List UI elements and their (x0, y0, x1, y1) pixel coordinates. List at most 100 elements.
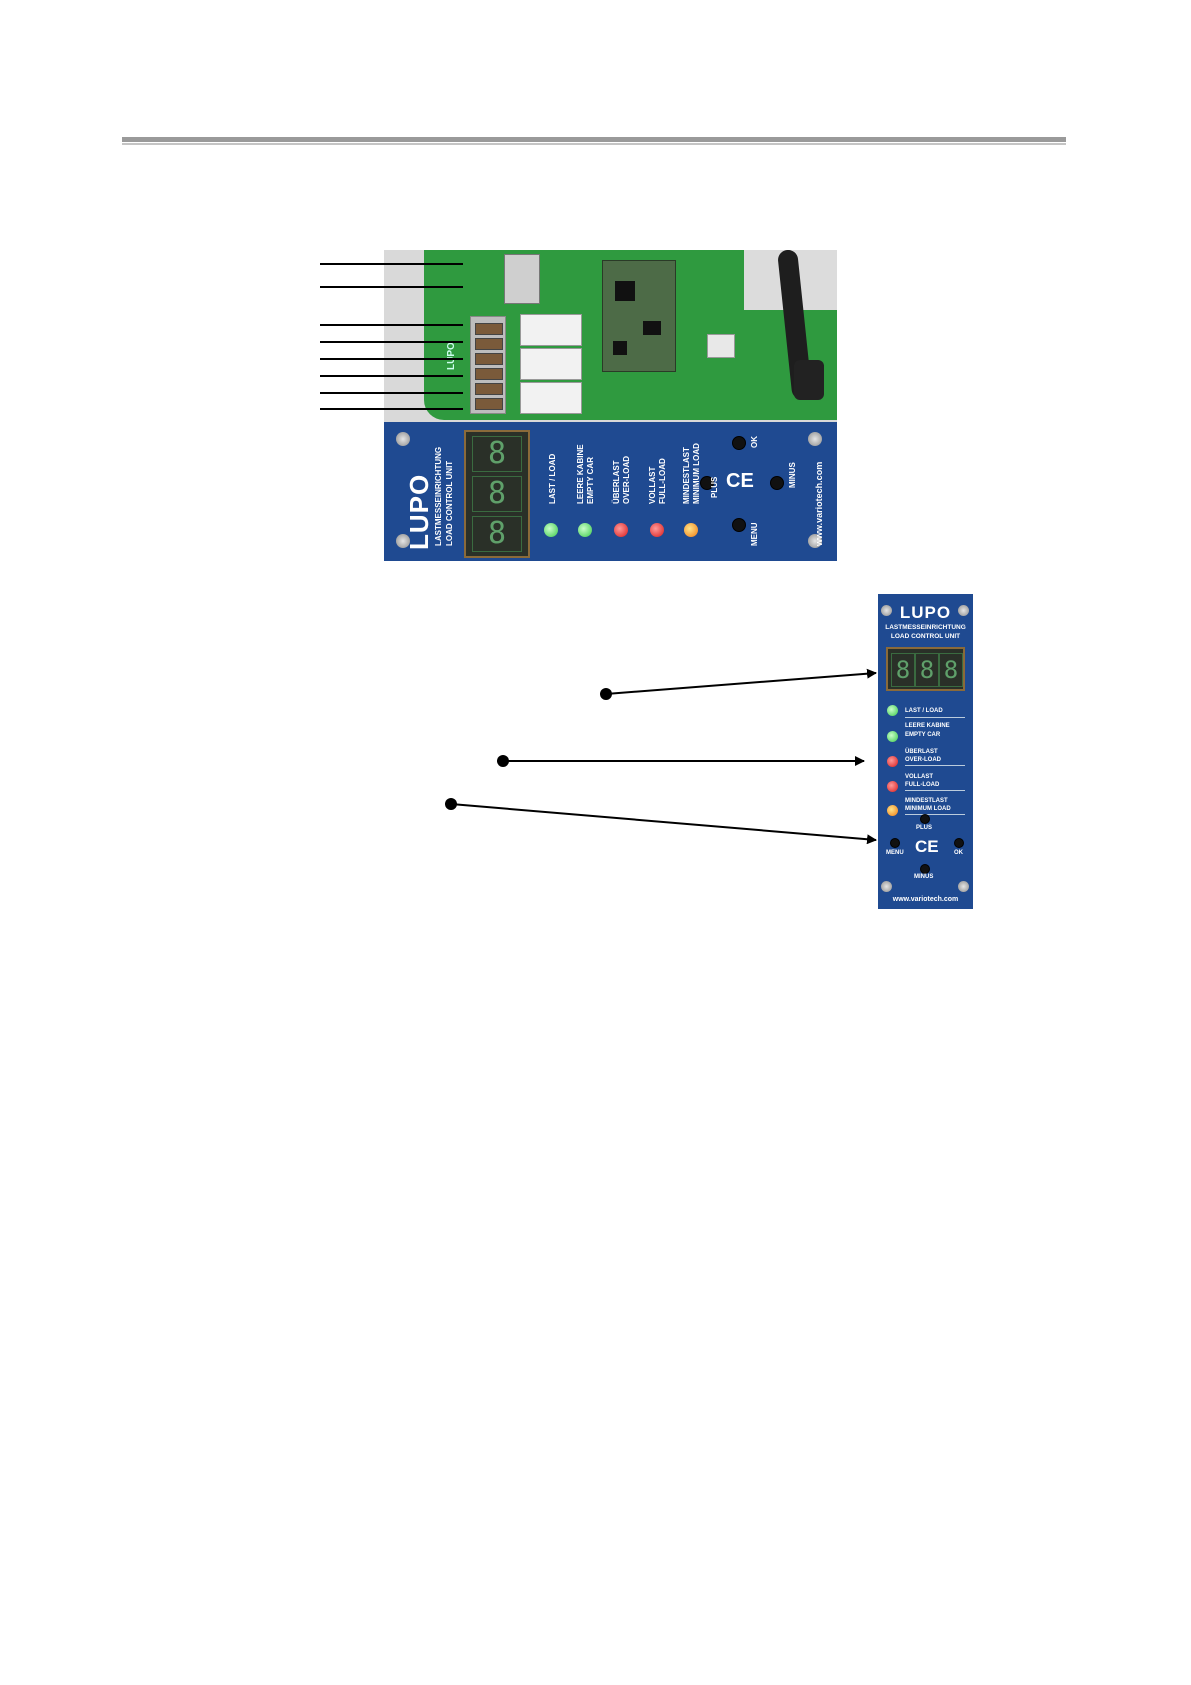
chip (615, 281, 635, 301)
menu-button[interactable] (732, 518, 746, 532)
leader-line (320, 324, 463, 326)
panel-brand: LUPO (899, 603, 952, 622)
minus-label: MINUS (914, 874, 934, 880)
white-connector (707, 334, 735, 358)
ok-button[interactable] (954, 838, 964, 848)
indicator-label: EMPTY CAR (586, 457, 595, 504)
front-panel-rotated: LUPO LASTMESSEINRICHTUNG LOAD CONTROL UN… (384, 422, 837, 561)
terminal-block (470, 316, 506, 414)
indicator-label: EMPTY CAR (905, 732, 941, 738)
terminal-slot (475, 398, 503, 410)
led-minimum-load (887, 805, 898, 816)
minus-label: MINUS (788, 462, 797, 488)
led-full-load (650, 523, 664, 537)
terminal-slot (475, 338, 503, 350)
display-digit: 8 (939, 653, 963, 687)
minus-button[interactable] (920, 864, 930, 874)
indicator-label: LEERE KABINE (905, 723, 950, 729)
indicator-label: VOLLAST (648, 466, 657, 504)
screw-icon (958, 605, 969, 616)
screw-icon (396, 432, 410, 446)
label-underline (905, 814, 965, 815)
board-silkscreen: LUPO (446, 342, 457, 370)
led-full-load (887, 781, 898, 792)
relay (520, 348, 582, 380)
indicator-label: FULL-LOAD (658, 458, 667, 504)
led-empty-car (578, 523, 592, 537)
led-load (887, 705, 898, 716)
screw-icon (808, 534, 822, 548)
photo-open-unit: LUPO LUPO LASTMESSEINRICHTUNG LOAD CONTR… (384, 250, 837, 561)
indicator-label: LEERE KABINE (576, 444, 585, 504)
capacitor (794, 360, 824, 400)
panel-subtitle-en: LOAD CONTROL UNIT (445, 460, 454, 546)
website-label: www.variotech.com (814, 461, 824, 546)
screw-icon (881, 881, 892, 892)
terminal-slot (475, 323, 503, 335)
leader-line (320, 408, 463, 410)
led-empty-car (887, 731, 898, 742)
ok-label: OK (750, 436, 759, 448)
ok-button[interactable] (732, 436, 746, 450)
header-rule-thick (122, 137, 1066, 142)
plus-label: PLUS (710, 476, 719, 498)
display-digit: 8 (472, 516, 522, 552)
menu-label: MENU (750, 522, 759, 546)
led-minimum-load (684, 523, 698, 537)
panel-subtitle-en: LOAD CONTROL UNIT (890, 633, 961, 640)
indicator-label: MINDESTLAST (905, 798, 948, 804)
menu-button[interactable] (890, 838, 900, 848)
leader-line (320, 263, 463, 265)
panel-subtitle-de: LASTMESSEINRICHTUNG (434, 446, 443, 546)
indicator-label: MINIMUM LOAD (692, 443, 701, 504)
terminal-slot (475, 368, 503, 380)
ok-label: OK (954, 850, 963, 856)
indicator-label: ÜBERLAST (905, 749, 938, 755)
relay (520, 314, 582, 346)
leader-line (320, 392, 463, 394)
screw-icon (881, 605, 892, 616)
plus-button[interactable] (700, 476, 714, 490)
plus-button[interactable] (920, 814, 930, 824)
led-load (544, 523, 558, 537)
indicator-label: OVER-LOAD (905, 757, 941, 763)
sensor-jack (504, 254, 540, 304)
leader-line (320, 341, 463, 343)
menu-label: MENU (886, 850, 904, 856)
led-over-load (614, 523, 628, 537)
leader-line (320, 286, 463, 288)
indicator-label: LAST / LOAD (548, 453, 557, 504)
screw-icon (958, 881, 969, 892)
indicator-label: MINDESTLAST (682, 447, 691, 504)
panel-brand: LUPO (404, 473, 434, 550)
plus-label: PLUS (916, 825, 933, 831)
indicator-label: OVER-LOAD (622, 456, 631, 504)
display-digit: 8 (915, 653, 939, 687)
terminal-slot (475, 353, 503, 365)
panel-subtitle-de: LASTMESSEINRICHTUNG (885, 624, 966, 631)
indicator-label: LAST / LOAD (905, 708, 943, 714)
leader-line (320, 358, 463, 360)
arrow-to-buttons (445, 798, 877, 845)
ce-mark-icon: CE (915, 837, 939, 856)
photo-front-panel: LUPO LASTMESSEINRICHTUNG LOAD CONTROL UN… (878, 594, 973, 909)
label-underline (905, 717, 965, 718)
controller-module (602, 260, 676, 372)
led-over-load (887, 756, 898, 767)
chip (643, 321, 661, 335)
arrow-to-leds (497, 755, 865, 767)
screw-icon (396, 534, 410, 548)
seven-segment-display: 8 8 8 (886, 647, 965, 691)
screw-icon (808, 432, 822, 446)
terminal-slot (475, 383, 503, 395)
relay (520, 382, 582, 414)
arrow-to-display (600, 668, 877, 700)
indicator-label: FULL-LOAD (905, 782, 940, 788)
display-digit: 8 (472, 436, 522, 472)
minus-button[interactable] (770, 476, 784, 490)
label-underline (905, 790, 965, 791)
display-digit: 8 (472, 476, 522, 512)
display-digit: 8 (891, 653, 915, 687)
header-rule-thin (122, 143, 1066, 145)
label-underline (905, 765, 965, 766)
